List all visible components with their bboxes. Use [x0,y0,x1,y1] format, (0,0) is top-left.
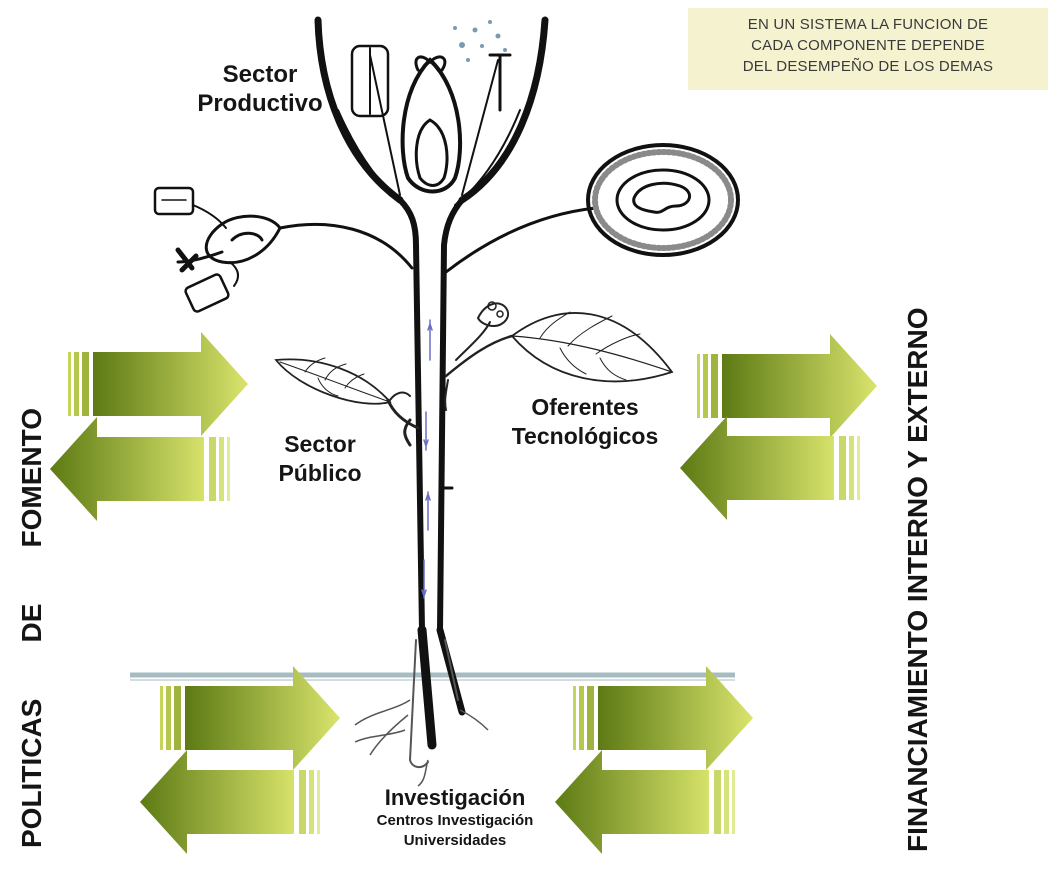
label-line: Oferentes [531,394,639,420]
label-sub: Universidades [403,832,507,849]
label-investigacion: Investigación Centros Investigación Univ… [330,785,580,851]
system-note: EN UN SISTEMA LA FUNCION DE CADA COMPONE… [688,8,1048,90]
label-line: Público [278,460,362,486]
side-word: FOMENTO [16,408,47,548]
side-text-financiamiento: FINANCIAMIENTO INTERNO Y EXTERNO [902,307,933,853]
note-line: DEL DESEMPEÑO DE LOS DEMAS [742,58,994,75]
ground-line [130,672,735,681]
side-word: POLITICAS [16,698,47,848]
label-title: Investigación [384,785,526,810]
label-line: Sector [284,431,356,457]
right-branch [444,143,740,274]
leaf-sector-publico [274,357,420,447]
label-sub: Centros Investigación [376,812,534,829]
side-text-politicas-fomento: POLITICAS DE FOMENTO [16,408,48,848]
leaf-oferentes [444,301,674,411]
label-line: Tecnológicos [511,423,659,449]
left-branch [153,186,414,313]
note-line: CADA COMPONENTE DEPENDE [751,37,985,54]
label-oferentes-tecnologicos: Oferentes Tecnológicos [485,393,685,451]
side-word: DE [16,603,47,643]
flower-head [314,16,549,206]
main-stem [397,197,466,768]
roots [354,699,489,787]
label-sector-publico: Sector Público [250,430,390,488]
label-sector-productivo: Sector Productivo [160,60,360,118]
label-line: Sector [222,61,298,88]
label-line: Productivo [197,90,323,117]
note-line: EN UN SISTEMA LA FUNCION DE [747,16,989,33]
pollen-dots [453,20,507,62]
